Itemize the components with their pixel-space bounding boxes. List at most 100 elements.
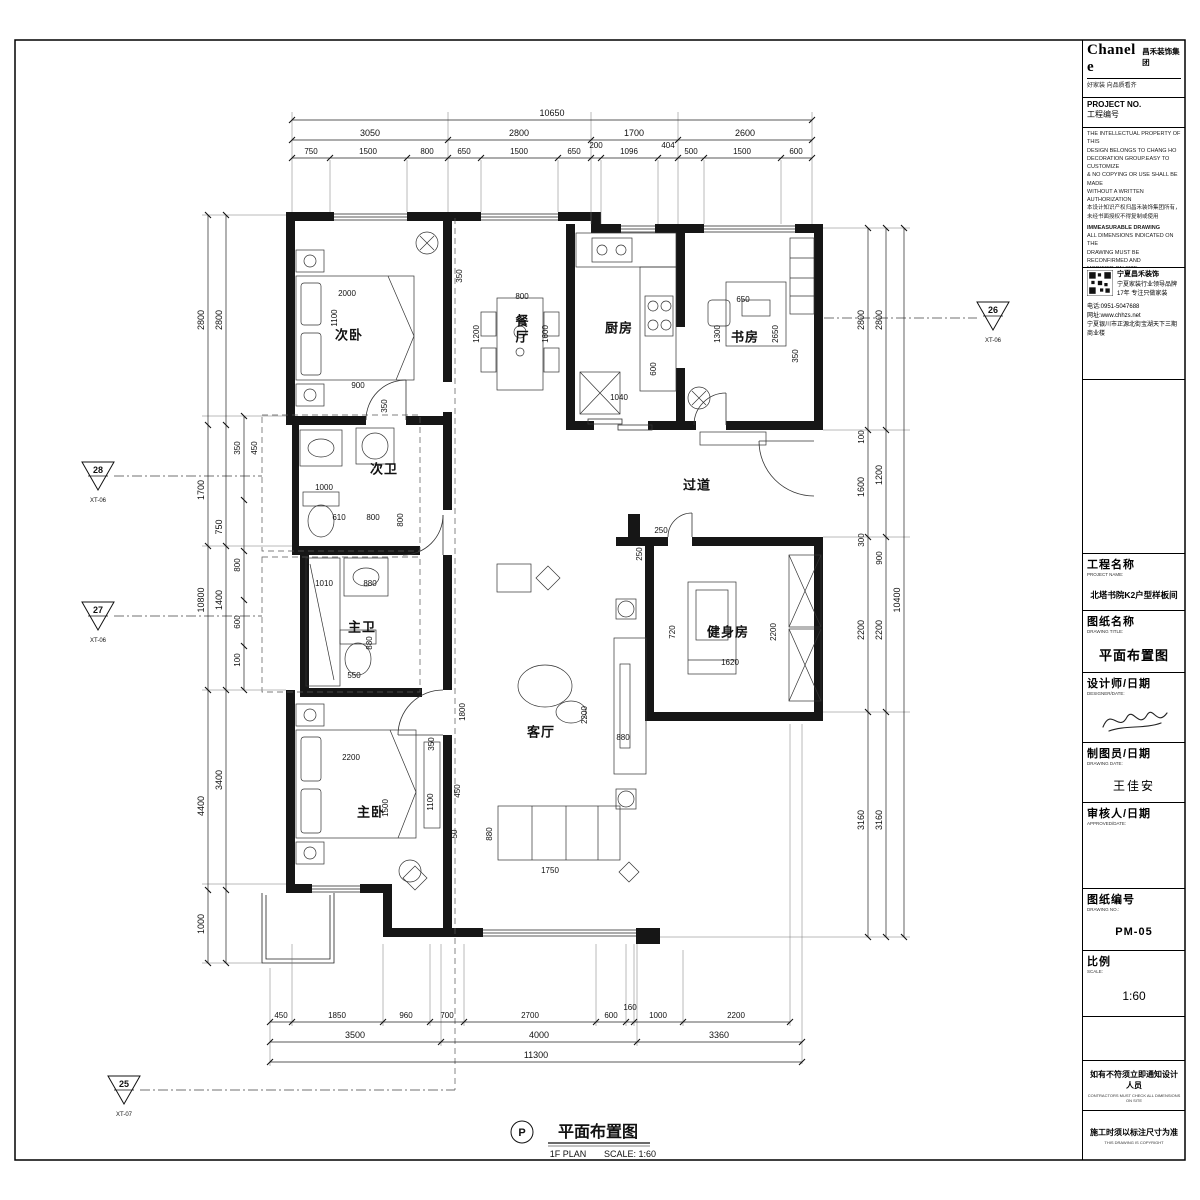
field-value-drawing-no: PM-05 xyxy=(1115,926,1153,938)
dim-label: 2600 xyxy=(735,128,755,138)
note-cell: 施工时须以标注尺寸为准 THIS DRAWING IS COPYRIGHT xyxy=(1083,1110,1185,1160)
dim-label: 350 xyxy=(427,737,436,751)
dim-label: 350 xyxy=(455,269,464,283)
dim-label: 450 xyxy=(274,1011,288,1020)
view-marker-26: 26 XT-06 xyxy=(976,301,1010,344)
dim-label: 50 xyxy=(450,829,459,838)
dim-label: 1700 xyxy=(196,480,206,500)
designer-signature xyxy=(1102,711,1168,732)
copyright-line: & NO COPYING OR USE SHALL BE MADE xyxy=(1087,172,1178,187)
dim-label: 200 xyxy=(589,141,603,150)
dim-label: 600 xyxy=(233,615,242,629)
dim-label: 1200 xyxy=(874,465,884,485)
dim-label: 1096 xyxy=(620,147,638,156)
dim-label: 2800 xyxy=(856,310,866,330)
dim-label: 800 xyxy=(420,147,434,156)
copyright-line: MODIFIED ON SITE xyxy=(1087,265,1181,267)
marker-number: 26 xyxy=(988,305,998,315)
dim-label: 2650 xyxy=(771,325,780,343)
field-value-designer xyxy=(1083,698,1185,742)
field-label-reviewer: 审核人/日期 APPROVED/DATE: xyxy=(1083,802,1185,828)
dim-label: 3160 xyxy=(856,810,866,830)
dim-label: 2200 xyxy=(769,623,778,641)
doors xyxy=(365,379,815,736)
dim-label: 350 xyxy=(233,441,242,455)
field-label-en: APPROVED/DATE: xyxy=(1087,821,1127,826)
dim-label: 450 xyxy=(453,784,462,798)
room-label: 健身房 xyxy=(706,624,750,640)
dim-label: 4000 xyxy=(529,1030,549,1040)
dim-label: 720 xyxy=(668,625,677,639)
dim-label: 250 xyxy=(654,526,668,535)
field-label-en: DRAWING DATE: xyxy=(1087,761,1123,766)
note-en: CONTRACTORS MUST CHECK ALL DIMENSIONS ON… xyxy=(1087,1092,1181,1103)
field-value-drawing-title: 平面布置图 xyxy=(1098,647,1169,663)
room-label: 主卫 xyxy=(347,619,377,635)
dim-label: 11300 xyxy=(524,1050,548,1060)
note-cn: 如有不符须立即通知设计人员 xyxy=(1090,1069,1178,1090)
caption-plan-label: 1F PLAN xyxy=(550,1149,587,1159)
dim-label: 250 xyxy=(635,547,644,561)
note-cell: 如有不符须立即通知设计人员 CONTRACTORS MUST CHECK ALL… xyxy=(1083,1060,1185,1110)
contact-line: 宁夏家装行业领导品牌 xyxy=(1117,281,1178,288)
walls xyxy=(286,212,823,944)
dim-label: 800 xyxy=(366,513,380,522)
drawing-caption: P 平面布置图 1F PLAN SCALE: 1:60 xyxy=(510,1120,656,1159)
field-label: 制图员/日期 xyxy=(1087,748,1152,760)
marker-number: 27 xyxy=(93,605,103,615)
dim-label: 300 xyxy=(857,533,866,547)
logo-text: Chanel e xyxy=(1087,42,1136,75)
dim-label: 650 xyxy=(457,147,471,156)
dim-label: 2800 xyxy=(196,310,206,330)
dim-label: 1100 xyxy=(330,309,339,327)
note-en: THIS DRAWING IS COPYRIGHT xyxy=(1104,1139,1164,1145)
dim-label: 650 xyxy=(736,295,750,304)
dim-label: 900 xyxy=(351,381,365,390)
dim-label: 1600 xyxy=(856,477,866,497)
dim-label: 1400 xyxy=(214,590,224,610)
marker-ref: XT-06 xyxy=(90,498,107,504)
dim-label: 900 xyxy=(875,551,884,565)
field-value-drafter: 王佳安 xyxy=(1112,778,1155,793)
dim-label: 600 xyxy=(649,362,658,376)
field-label-drafter: 制图员/日期 DRAWING DATE: xyxy=(1083,742,1185,768)
copyright-line: WITHOUT A WRITTEN AUTHORIZATION xyxy=(1087,188,1144,203)
dashed-lines xyxy=(114,218,977,1091)
sheet-frame xyxy=(14,39,1186,1161)
marker-number: 28 xyxy=(93,465,103,475)
dim-label: 1700 xyxy=(624,128,644,138)
extension-lines xyxy=(202,112,910,1066)
dim-label: 450 xyxy=(250,441,259,455)
dim-label: 2800 xyxy=(509,128,529,138)
dim-label: 3500 xyxy=(345,1030,365,1040)
dim-label: 3160 xyxy=(874,810,884,830)
dim-label: 1040 xyxy=(610,393,628,402)
dim-label: 1100 xyxy=(426,793,435,811)
field-value-reviewer xyxy=(1083,828,1185,888)
room-label: 客厅 xyxy=(526,724,556,740)
room-label: 次卫 xyxy=(369,461,399,477)
dim-label: 1300 xyxy=(713,325,722,343)
dim-label: 1500 xyxy=(510,147,528,156)
contact-line: 电话:0951-5047688 xyxy=(1087,303,1140,310)
contact-line: 宁夏昌禾装饰 xyxy=(1117,271,1159,278)
contact-block: 宁夏昌禾装饰 宁夏家装行业领导品牌 17年 专注只做家装 电话:0951-504… xyxy=(1083,268,1185,380)
dimension-chains xyxy=(204,116,908,1066)
field-label-en: DRAWING TITLE: xyxy=(1087,629,1124,634)
spacer-cell xyxy=(1083,1016,1185,1060)
dim-label: 610 xyxy=(332,513,346,522)
field-label-en: DESIGNER/DATE: xyxy=(1087,691,1125,696)
dim-label: 1600 xyxy=(541,325,550,343)
dim-label: 1010 xyxy=(315,579,333,588)
field-label: 设计师/日期 xyxy=(1087,678,1152,690)
windows xyxy=(261,213,795,964)
dim-label: 1500 xyxy=(733,147,751,156)
marker-number: 25 xyxy=(119,1079,129,1089)
field-value-project-name: 北塔书院K2户型样板间 xyxy=(1090,589,1178,600)
dim-label: 404 xyxy=(661,141,675,150)
dim-label: 2200 xyxy=(856,620,866,640)
project-no-en: PROJECT NO. xyxy=(1087,100,1142,109)
contact-line: 网址:www.chhzs.net xyxy=(1087,312,1141,319)
dim-label: 880 xyxy=(363,579,377,588)
